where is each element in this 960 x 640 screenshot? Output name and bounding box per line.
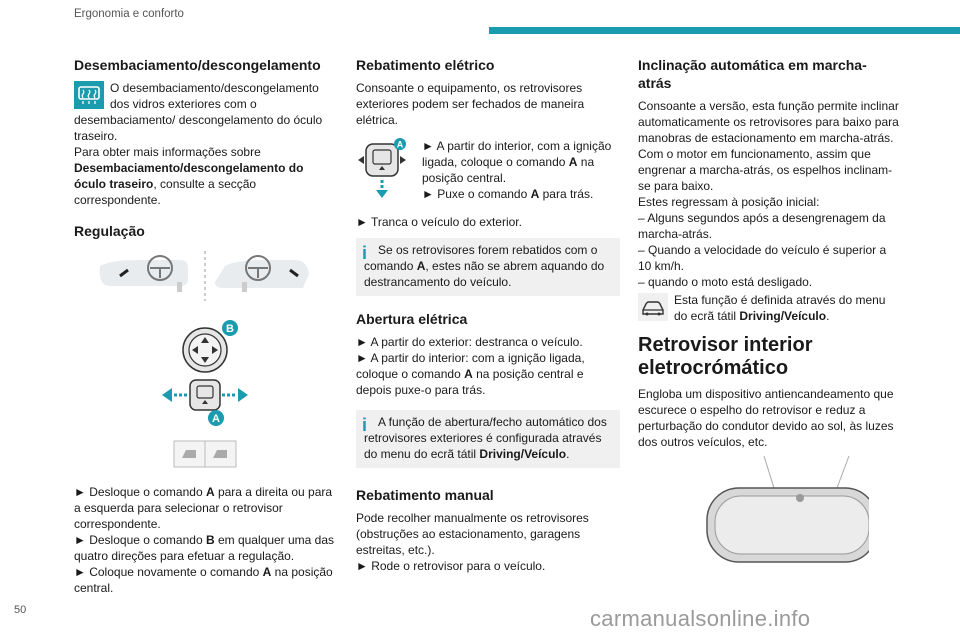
reg-step-3-bold: A <box>262 565 272 579</box>
column-2: Rebatimento elétrico Consoante o equipam… <box>356 56 620 574</box>
abertura-step-2-post: na posição central e depois puxe-o para … <box>356 367 584 397</box>
note-auto: i A função de abertura/fecho automático … <box>356 410 620 468</box>
reg-step-2-post: em qualquer uma das quatro direções para… <box>74 533 335 563</box>
abertura-step-2: ► A partir do interior: com a ignição li… <box>356 350 620 398</box>
note-fold-text: Se os retrovisores forem rebatidos com o… <box>364 242 614 290</box>
electro-text: Engloba um dispositivo antiencandeamento… <box>638 387 894 449</box>
manual-step: ► Rode o retrovisor para o veículo. <box>356 559 546 573</box>
fold-step-1-post: na posição central. <box>422 155 595 185</box>
column-3: Inclinação automática em marcha-atrás Co… <box>638 56 900 566</box>
column-1: Desembaciamento/descongelamento O desemb… <box>74 56 336 596</box>
manual-heading: Rebatimento manual <box>356 487 494 503</box>
menu-text: Esta função é definida através do menu d… <box>638 292 900 324</box>
electro-heading: Retrovisor interior eletrocrómático <box>638 334 813 379</box>
note-auto-bold: Driving/Veículo <box>479 447 567 461</box>
fold-step-3: ► Tranca o veículo do exterior. <box>356 215 522 229</box>
defrost-more-prefix: Para obter mais informações sobre <box>74 145 261 159</box>
control-figure: B A <box>74 318 336 438</box>
fig-label-b: B <box>226 323 234 335</box>
abertura-step-2-pre: ► A partir do interior: com a ignição li… <box>356 351 585 381</box>
manual-text: Pode recolher manualmente os retrovisore… <box>356 511 589 557</box>
note-fold-pre: Se os retrovisores forem rebatidos com o… <box>364 243 598 273</box>
running-header: Ergonomia e conforto <box>74 8 184 20</box>
fold-step-1-pre: ► A partir do interior, com a ignição li… <box>422 139 612 169</box>
inclinacao-text-2: Com o motor em funcionamento, assim que … <box>638 147 893 193</box>
reg-step-1: ► Desloque o comando A para a direita ou… <box>74 484 336 532</box>
menu-text-post: . <box>826 309 830 323</box>
defrost-text: O desembaciamento/descongelamento dos vi… <box>74 81 323 143</box>
regulacao-steps: ► Desloque o comando A para a direita ou… <box>74 484 336 596</box>
inclinacao-text-3: Estes regressam à posição inicial: <box>638 195 820 209</box>
fold-instructions: A ► A partir do interior, com a ignição … <box>356 138 620 204</box>
reg-step-3-pre: ► Coloque novamente o comando <box>74 565 263 579</box>
defrost-heading: Desembaciamento/descongelamento <box>74 57 321 73</box>
car-menu-icon <box>638 293 668 321</box>
fig-label-a: A <box>212 413 220 425</box>
reg-step-1-pre: ► Desloque o comando <box>74 485 206 499</box>
fold-step-2: ► Puxe o comando A para trás. <box>422 186 620 202</box>
menu-paragraph: Esta função é definida através do menu d… <box>638 292 900 324</box>
watermark: carmanualsonline.info <box>590 606 811 631</box>
header-accent-bar <box>489 27 960 34</box>
rebatimento-heading: Rebatimento elétrico <box>356 57 495 73</box>
menu-text-pre: Esta função é definida através do menu d… <box>674 293 886 323</box>
condition-1: – Alguns segundos após a desengrenagem d… <box>638 211 886 241</box>
reg-step-3-post: na posição central. <box>74 565 333 595</box>
regulacao-heading: Regulação <box>74 223 145 239</box>
note-auto-pre: A função de abertura/fecho automático do… <box>364 415 607 461</box>
note-fold-bold: A <box>416 259 426 273</box>
reg-step-1-bold: A <box>205 485 215 499</box>
fold-step-1: ► A partir do interior, com a ignição li… <box>422 138 620 186</box>
info-icon: i <box>362 243 368 263</box>
mirror-buttons-figure <box>74 440 336 468</box>
defrost-more-bold: Desembaciamento/descongelamento do óculo… <box>74 161 304 191</box>
note-auto-text: A função de abertura/fecho automático do… <box>364 414 614 462</box>
rebatimento-text: Consoante o equipamento, os retrovisores… <box>356 81 585 127</box>
reg-step-2-bold: B <box>205 533 215 547</box>
fold-fig-label-a: A <box>397 140 404 150</box>
menu-text-bold: Driving/Veículo <box>739 309 827 323</box>
note-fold-post: , estes não se abrem aquando do destranc… <box>364 259 605 289</box>
fold-steps: ► A partir do interior, com a ignição li… <box>422 138 620 204</box>
mirror-adjust-figure <box>74 246 336 308</box>
abertura-step-2-bold: A <box>464 367 473 381</box>
fold-step-2-pre: ► Puxe o comando <box>422 187 531 201</box>
note-fold: i Se os retrovisores forem rebatidos com… <box>356 238 620 296</box>
page-number: 50 <box>14 604 27 616</box>
defrost-more-suffix: , consulte a secção correspondente. <box>74 177 257 207</box>
reg-step-2-pre: ► Desloque o comando <box>74 533 206 547</box>
defrost-paragraph: O desembaciamento/descongelamento dos vi… <box>74 80 336 144</box>
fold-control-icon: A <box>356 138 408 204</box>
abertura-step-1: ► A partir do exterior: destranca o veíc… <box>356 335 583 349</box>
inclinacao-heading: Inclinação automática em marcha-atrás <box>638 57 867 91</box>
reg-step-2: ► Desloque o comando B em qualquer uma d… <box>74 532 336 564</box>
reg-step-1-post: para a direita ou para a esquerda para s… <box>74 485 333 531</box>
fold-step-1-bold: A <box>568 155 578 169</box>
reg-step-3: ► Coloque novamente o comando A na posiç… <box>74 564 336 596</box>
note-auto-post: . <box>566 447 570 461</box>
fold-step-2-bold: A <box>530 187 540 201</box>
inclinacao-text: Consoante a versão, esta função permite … <box>638 99 899 145</box>
info-icon: i <box>362 415 368 435</box>
condition-3: – quando o moto está desligado. <box>638 275 813 289</box>
fold-step-2-post: para trás. <box>539 187 594 201</box>
abertura-heading: Abertura elétrica <box>356 311 468 327</box>
interior-mirror-figure <box>638 456 900 566</box>
rear-defrost-icon <box>74 81 104 109</box>
condition-2: – Quando a velocidade do veículo é super… <box>638 243 887 273</box>
